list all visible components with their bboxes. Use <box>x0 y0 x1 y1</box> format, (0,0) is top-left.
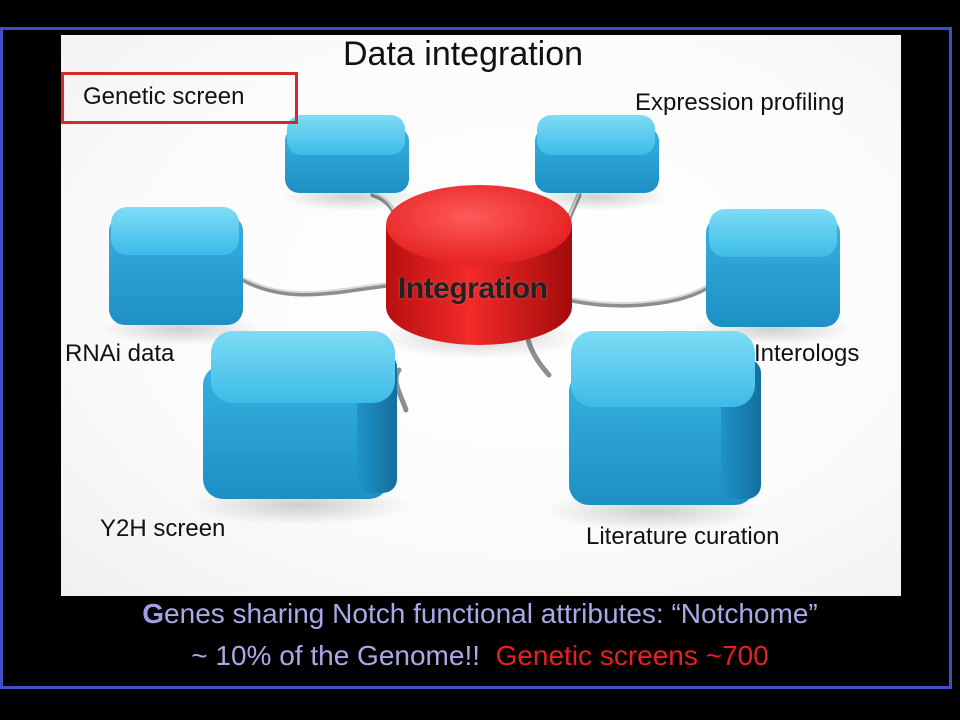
highlight-box <box>61 72 298 124</box>
cable-interologs <box>568 282 714 308</box>
hub-label: Integration <box>398 272 548 305</box>
caption-initial: G <box>142 598 165 629</box>
node-label-expression-profiling: Expression profiling <box>635 89 845 116</box>
cube-expression-profiling <box>528 115 668 211</box>
integration-hub <box>374 185 584 359</box>
cube-rnai-data <box>101 207 261 345</box>
cable-rnai-data <box>241 277 392 297</box>
node-label-interologs: Interologs <box>754 340 860 367</box>
slide-frame <box>0 27 952 689</box>
cube-y2h-screen <box>191 331 411 525</box>
diagram-graphic <box>101 115 853 531</box>
cube-genetic-screen <box>281 115 421 211</box>
node-label-genetic-screen: Genetic screen <box>83 83 245 110</box>
node-label-rnai-data: RNAi data <box>65 340 175 367</box>
cable-y2h-screen <box>393 367 409 413</box>
node-label-literature-curation: Literature curation <box>586 523 780 550</box>
cube-literature-curation <box>543 331 763 531</box>
caption-genetic-screens: Genetic screens ~700 <box>495 640 769 671</box>
diagram-title: Data integration <box>343 35 584 73</box>
caption-line-2-text: ~ 10% of the Genome!! <box>191 640 496 671</box>
node-label-y2h-screen: Y2H screen <box>100 515 226 542</box>
cube-interologs <box>693 209 853 345</box>
diagram-panel: Data integration Genetic screen Expressi… <box>61 35 901 596</box>
caption-line-1-text: enes sharing Notch functional attributes… <box>164 598 818 629</box>
caption-line-2: ~ 10% of the Genome!! Genetic screens ~7… <box>0 640 960 672</box>
caption-line-1: Genes sharing Notch functional attribute… <box>0 598 960 630</box>
